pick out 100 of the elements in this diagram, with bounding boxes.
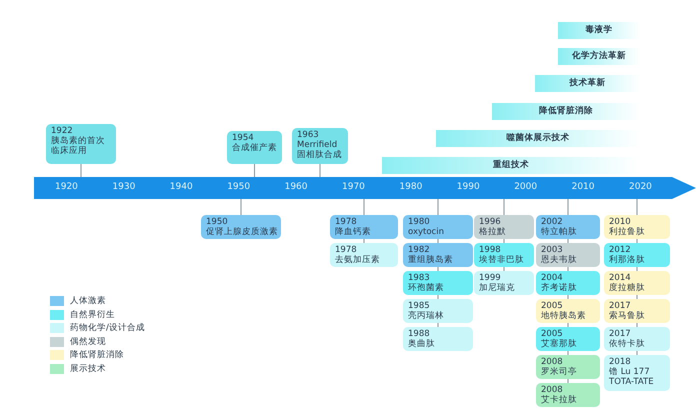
- year-label: 2010: [609, 217, 632, 227]
- year-tick-label: 2000: [514, 182, 538, 192]
- connector-line: [240, 198, 242, 216]
- event-name: 去氨加压素: [335, 255, 381, 265]
- year-tick-label: 1940: [170, 182, 193, 192]
- event-card: [604, 327, 670, 351]
- event-name: 促肾上腺皮质激素: [206, 227, 278, 237]
- year-label: 2018: [609, 357, 632, 367]
- event-name: 加尼瑞克: [479, 283, 516, 293]
- event-card: [536, 215, 600, 239]
- year-label: 2017: [609, 301, 632, 311]
- event-card: [536, 355, 600, 379]
- event-name: 罗米司亭: [541, 367, 578, 377]
- event-name: 亮丙瑞林: [408, 311, 445, 321]
- year-label: 2014: [609, 273, 632, 283]
- event-card: [536, 243, 600, 267]
- event-name: oxytocin: [408, 227, 445, 237]
- year-label: 1988: [408, 329, 431, 339]
- event-name: 胰岛素的首次临床应用: [51, 136, 106, 156]
- event-card: [474, 271, 534, 295]
- event-card: [403, 215, 473, 239]
- event-name: 索马鲁肽: [609, 311, 646, 321]
- timeline-axis: [34, 177, 696, 199]
- event-name: 艾卡拉肽: [541, 395, 578, 405]
- legend-label: 药物化学/设计合成: [70, 322, 145, 334]
- year-tick-label: 1970: [342, 182, 365, 192]
- event-name: 降血钙素: [335, 227, 372, 237]
- year-label: 2005: [541, 329, 564, 339]
- event-card: [227, 131, 282, 164]
- year-label: 1982: [408, 245, 431, 255]
- connector-line: [636, 322, 638, 328]
- event-card: [292, 128, 348, 164]
- event-card: [403, 327, 473, 351]
- event-card: [536, 327, 600, 351]
- year-tick-label: 1920: [55, 182, 78, 192]
- year-label: 1963: [297, 130, 320, 140]
- event-card: [604, 243, 670, 267]
- event-card: [604, 215, 670, 239]
- year-label: 1983: [408, 273, 431, 283]
- year-label: 2008: [541, 385, 564, 395]
- connector-line: [636, 294, 638, 300]
- year-label: 1985: [408, 301, 431, 311]
- event-name: 合成催产素: [232, 143, 278, 153]
- connector-line: [636, 238, 638, 244]
- event-card: [201, 215, 281, 239]
- year-label: 1950: [206, 217, 229, 227]
- event-card: [403, 243, 473, 267]
- event-card: [536, 383, 600, 407]
- event-name: 艾塞那肽: [541, 339, 578, 349]
- year-label: 2008: [541, 357, 564, 367]
- year-label: 2004: [541, 273, 564, 283]
- year-tick-label: 1980: [399, 182, 422, 192]
- connector-line: [636, 350, 638, 356]
- year-tick-label: 1950: [227, 182, 250, 192]
- event-name: 重组胰岛素: [408, 255, 454, 265]
- event-card: [330, 215, 398, 239]
- year-label: 1954: [232, 133, 255, 143]
- year-tick-label: 1990: [456, 182, 480, 192]
- event-name: 依特卡肽: [609, 339, 646, 349]
- event-card: [604, 299, 670, 323]
- connector-line: [636, 198, 638, 216]
- event-name: 度拉糖肽: [609, 283, 646, 293]
- event-card: [536, 271, 600, 295]
- year-tick-label: 1960: [284, 182, 308, 192]
- event-name: 特立帕肽: [541, 227, 578, 237]
- era-band: 化学方法革新: [558, 48, 640, 65]
- event-name: 利拉鲁肽: [609, 227, 646, 237]
- era-band: 毒液学: [558, 22, 640, 39]
- year-tick-label: 2020: [629, 182, 652, 192]
- event-card: [536, 299, 600, 323]
- event-name: 格拉默: [479, 227, 507, 237]
- event-card: [604, 355, 670, 391]
- connector-line: [254, 164, 255, 178]
- legend-label: 自然界衍生: [70, 308, 115, 320]
- event-name: Merrifield 固相肽合成: [297, 140, 343, 160]
- event-name: 镥 Lu 177 TOTA-TATE: [609, 367, 655, 387]
- year-label: 1999: [479, 273, 502, 283]
- year-label: 1978: [335, 245, 358, 255]
- year-label: 1978: [335, 217, 358, 227]
- event-name: 埃替非巴肽: [479, 255, 525, 265]
- event-card: [46, 124, 116, 164]
- connector-line: [80, 164, 82, 178]
- event-card: [474, 215, 534, 239]
- year-label: 2017: [609, 329, 632, 339]
- event-card: [604, 271, 670, 295]
- year-label: 2002: [541, 217, 564, 227]
- event-name: 奥曲肽: [408, 339, 436, 349]
- year-label: 1922: [51, 126, 74, 136]
- event-name: 利那洛肽: [609, 255, 646, 265]
- event-card: [330, 243, 398, 267]
- event-name: 环孢菌素: [408, 283, 445, 293]
- event-name: 恩夫韦肽: [541, 255, 578, 265]
- event-name: 地特胰岛素: [541, 311, 587, 321]
- legend-label: 人体激素: [70, 295, 106, 307]
- year-label: 2005: [541, 301, 564, 311]
- year-tick-label: 1930: [112, 182, 136, 192]
- year-label: 1998: [479, 245, 502, 255]
- legend-label: 偶然发现: [70, 336, 106, 348]
- year-label: 2012: [609, 245, 632, 255]
- legend-label: 展示技术: [70, 362, 106, 374]
